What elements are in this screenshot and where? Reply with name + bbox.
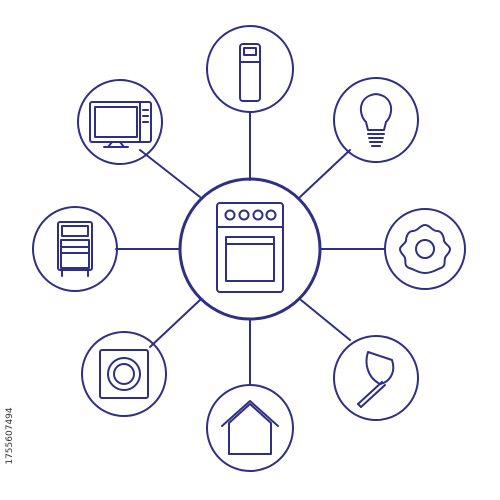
washing-machine-icon [99,349,149,399]
node-top-left [77,79,163,165]
connector-bottom-right [300,299,351,341]
dishwasher-icon [57,221,93,277]
node-top-right [333,77,419,163]
node-right [384,208,466,290]
hub-node [178,177,322,321]
connector-bottom-left [149,299,201,348]
node-bottom-right [333,335,419,421]
node-left [32,206,118,292]
connector-top-left [139,149,201,198]
house-icon [221,400,279,455]
connector-top-right [299,149,351,198]
hub-circle [178,177,322,321]
refrigerator-tall-icon [239,43,261,102]
microwave-oven-icon [89,101,152,148]
plunger-icon [357,351,395,408]
stock-id-watermark: 1755607494 [5,407,15,465]
stove-oven-icon [216,202,284,293]
node-bottom [206,384,294,472]
connector-lines [115,112,386,386]
node-top [206,25,294,113]
gear-icon [399,224,451,274]
node-bottom-left [81,331,167,417]
light-bulb-icon [359,93,393,147]
